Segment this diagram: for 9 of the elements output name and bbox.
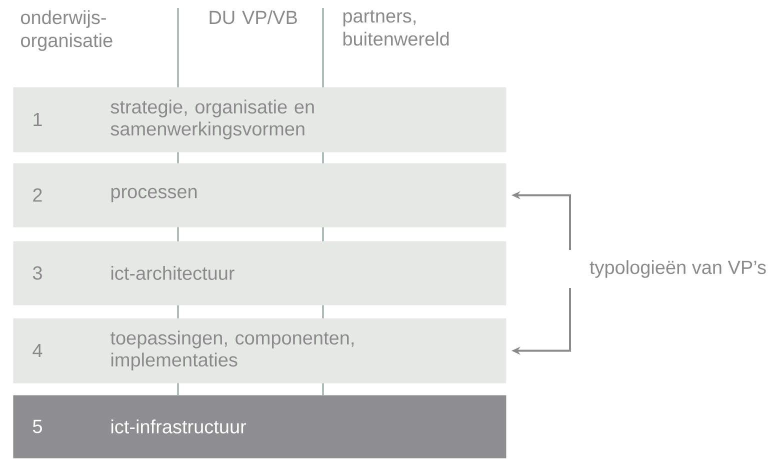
layer-band: 1 strategie, organisatie en samenwerkingsvormen	[13, 87, 506, 152]
side-label: typologieën van VP’s	[590, 260, 766, 278]
column-header: partners, buitenwereld	[343, 10, 449, 46]
column-header: onderwijs-organisatie	[21, 10, 112, 51]
layer-band: 4 toepassingen, componenten, implementaties	[13, 318, 506, 384]
column-header: DU VP/VB	[210, 10, 297, 24]
layer-band: 2 processen	[13, 163, 506, 228]
layer-band: 3 ict-architectuur	[13, 241, 506, 306]
layer-band: 5 ict-infrastructuur	[13, 395, 506, 458]
